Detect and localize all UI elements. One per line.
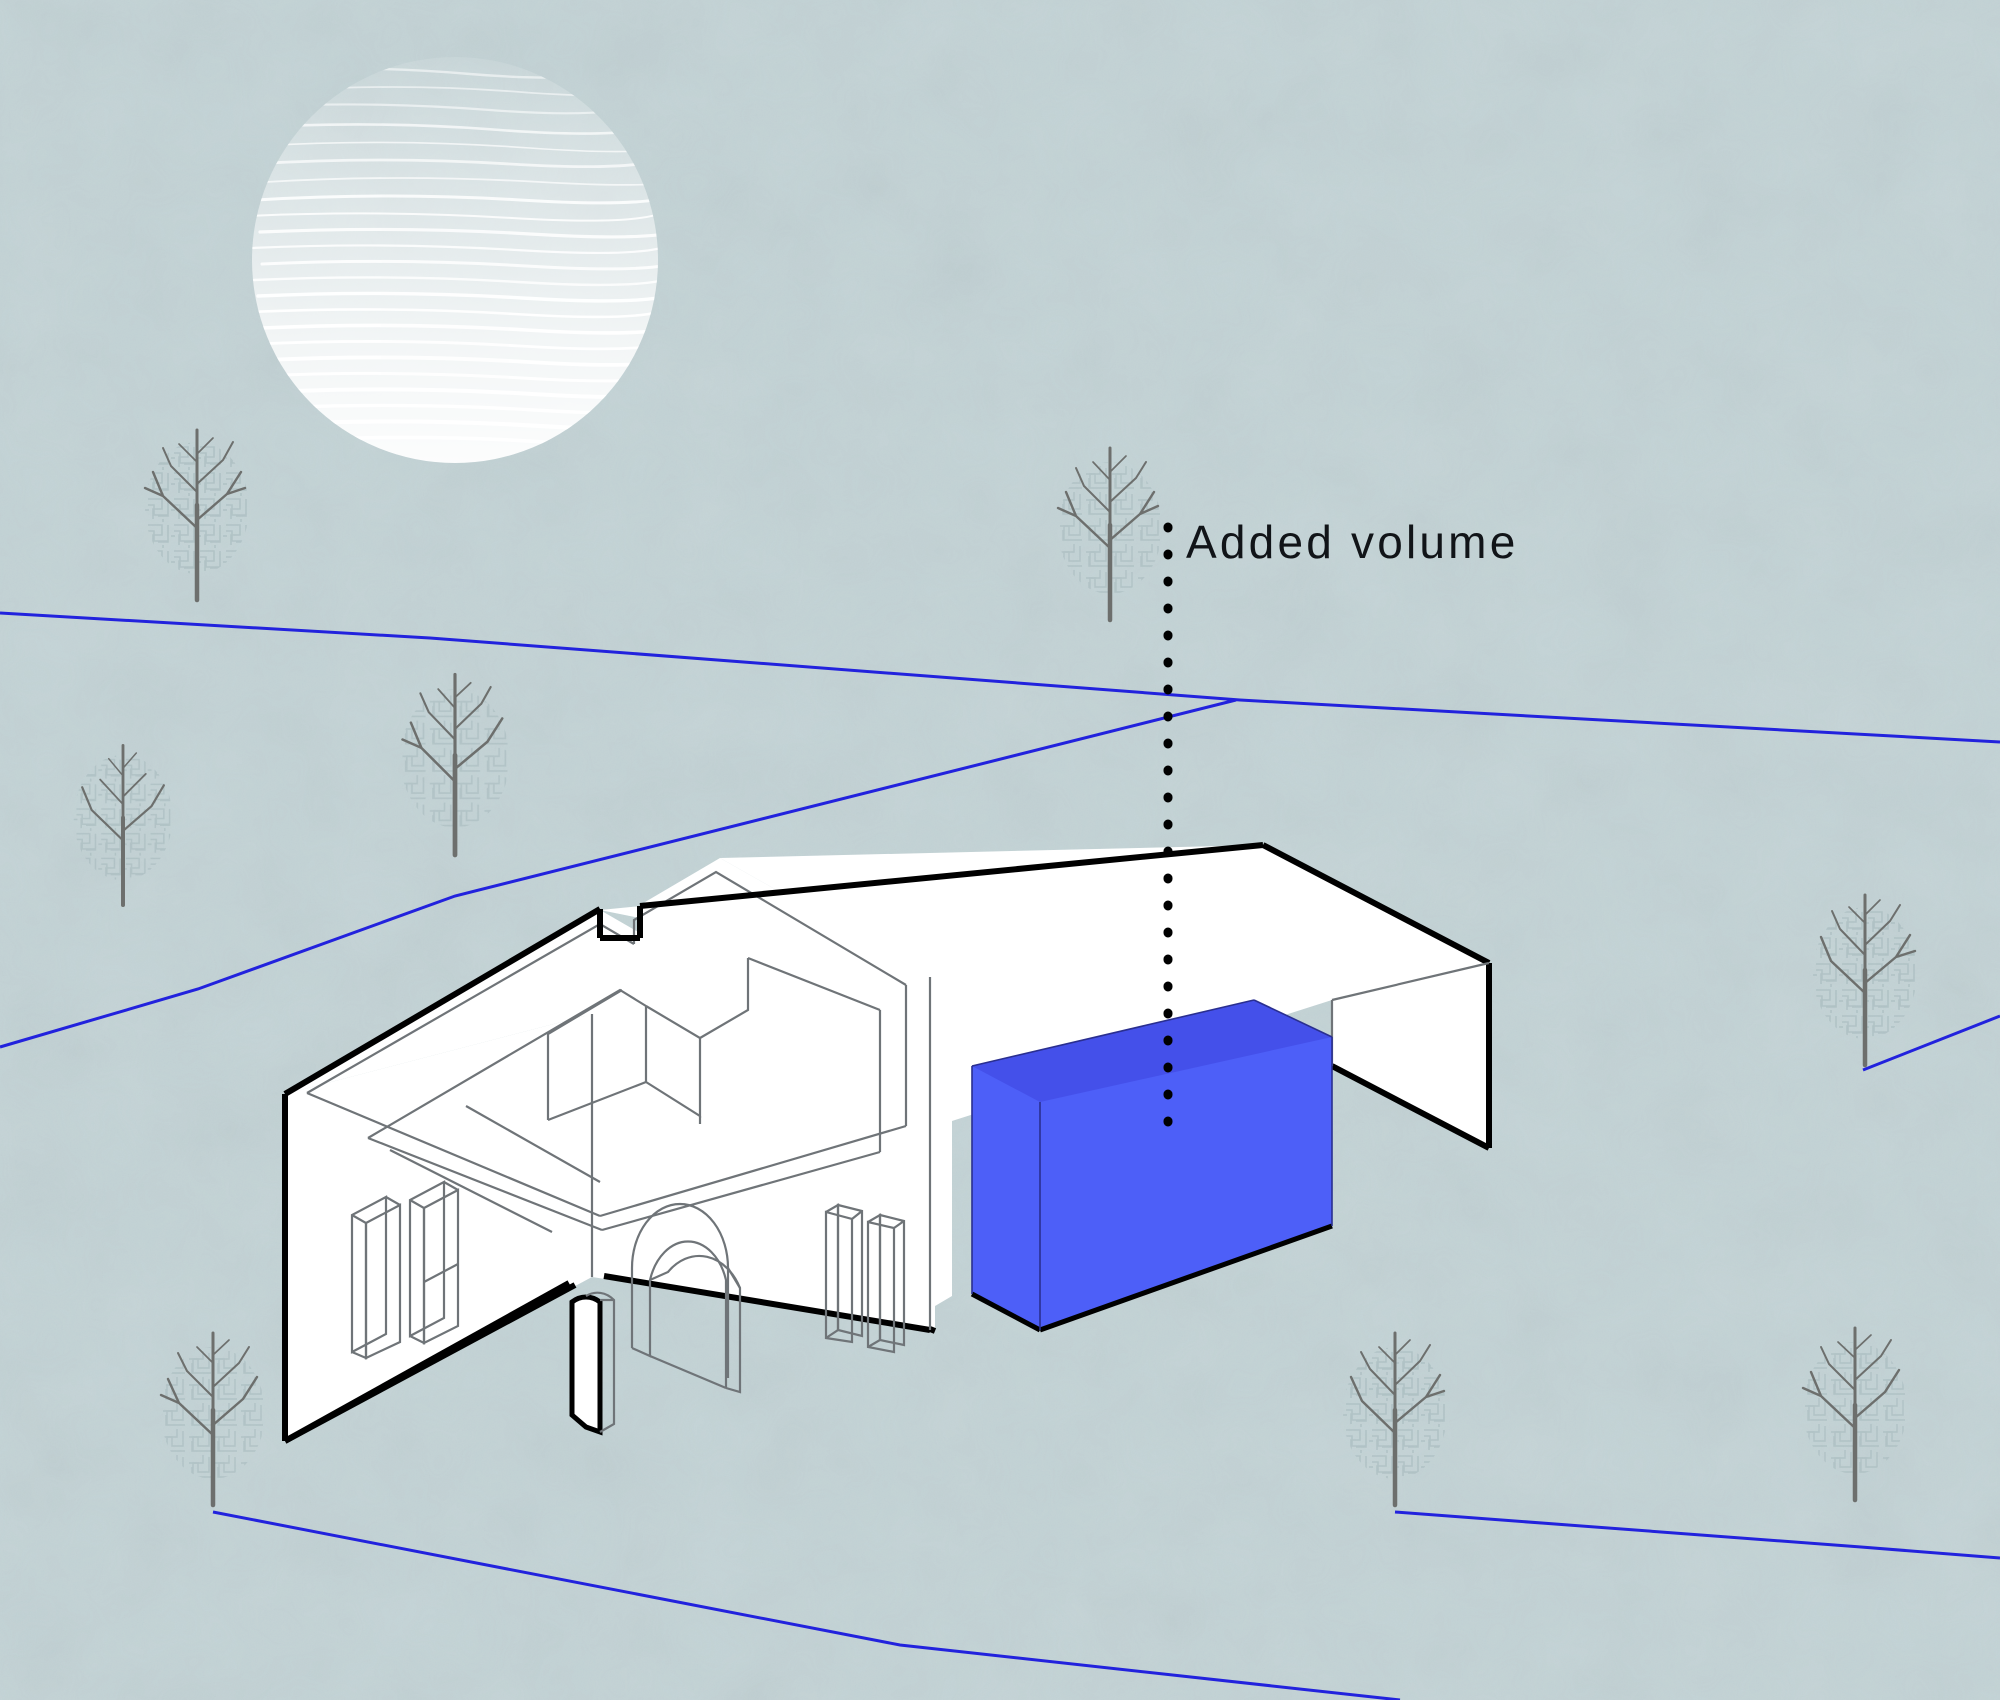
contour-lines bbox=[0, 611, 2000, 1700]
contour-line-right bbox=[1862, 1014, 2000, 1072]
tree-group-background bbox=[73, 428, 1917, 1508]
house-wall-front bbox=[592, 1014, 930, 1329]
tree bbox=[1801, 1326, 1907, 1503]
curved-wall-fin bbox=[569, 1294, 603, 1436]
tree bbox=[1056, 446, 1162, 623]
contour-line-upper bbox=[0, 611, 2000, 744]
tree bbox=[73, 743, 173, 907]
window-group-left bbox=[350, 1180, 460, 1360]
house-corner-lines bbox=[590, 961, 1490, 1330]
tree bbox=[1343, 1331, 1447, 1508]
tree bbox=[400, 672, 510, 858]
curved-wall-fin-inner bbox=[585, 1291, 616, 1433]
added-volume-edges bbox=[970, 1223, 1333, 1333]
house-roof-ridge bbox=[600, 845, 1489, 977]
added-volume-block bbox=[970, 999, 1333, 1333]
contour-line-lower-left bbox=[212, 1510, 1401, 1700]
added-volume-label: Added volume bbox=[1186, 516, 1519, 568]
arched-door-niche bbox=[630, 1202, 742, 1394]
tree bbox=[143, 428, 249, 603]
tree bbox=[159, 1331, 265, 1508]
added-volume-thin-edges bbox=[971, 999, 1333, 1330]
contour-line-lower-right bbox=[1394, 1510, 2000, 1560]
house-wall-left-end bbox=[285, 1014, 592, 1441]
added-volume-upper-shade bbox=[972, 1000, 1332, 1102]
contour-line-left bbox=[0, 698, 1237, 1049]
tree bbox=[1813, 893, 1917, 1068]
house-ground-edge bbox=[283, 1273, 931, 1444]
house-roof-linework bbox=[306, 870, 908, 1233]
existing-house bbox=[282, 842, 1492, 1444]
window-group-front bbox=[824, 1203, 906, 1354]
